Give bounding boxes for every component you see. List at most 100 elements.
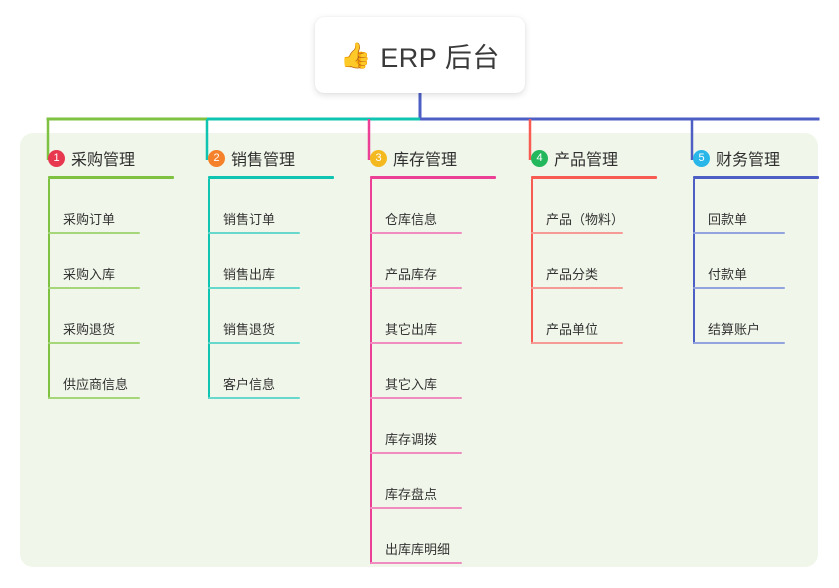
list-item-label: 结算账户 (708, 322, 761, 337)
list-item-label: 出库库明细 (385, 542, 451, 557)
list-item-rule (370, 397, 462, 399)
list-item-label: 供应商信息 (63, 377, 129, 392)
column-rule-4 (531, 176, 657, 179)
thumbs-up-icon: 👍 (340, 41, 372, 70)
column-header-4[interactable]: 4 产品管理 (513, 146, 673, 170)
list-item-label: 产品库存 (385, 267, 438, 282)
column-header-5[interactable]: 5 财务管理 (675, 146, 835, 170)
column-badge-5: 5 (693, 149, 710, 167)
column-rule-2 (208, 176, 334, 179)
list-item-label: 产品分类 (546, 267, 599, 282)
column-stem-3 (370, 179, 372, 564)
list-item-label: 回款单 (708, 212, 748, 227)
list-item[interactable]: 库存盘点 (370, 456, 512, 511)
list-item-label: 采购入库 (63, 267, 116, 282)
column-3: 3 库存管理仓库信息产品库存其它出库其它入库库存调拨库存盘点出库库明细 (352, 146, 512, 566)
diagram-panel (20, 133, 818, 567)
list-item[interactable]: 产品（物料） (531, 181, 673, 236)
column-2: 2 销售管理销售订单销售出库销售退货客户信息 (190, 146, 350, 401)
column-badge-3: 3 (370, 149, 387, 167)
list-item[interactable]: 库存调拨 (370, 401, 512, 456)
list-item-rule (208, 397, 300, 399)
list-item[interactable]: 销售退货 (208, 291, 350, 346)
list-item[interactable]: 回款单 (693, 181, 835, 236)
column-header-3[interactable]: 3 库存管理 (352, 146, 512, 170)
column-rule-3 (370, 176, 496, 179)
list-item-label: 其它入库 (385, 377, 438, 392)
list-item-label: 产品单位 (546, 322, 599, 337)
list-item-rule (48, 287, 140, 289)
list-item-rule (693, 342, 785, 344)
root-node-erp[interactable]: 👍 ERP 后台 (315, 17, 525, 93)
column-badge-2: 2 (208, 149, 225, 167)
list-item-rule (370, 452, 462, 454)
list-item[interactable]: 客户信息 (208, 346, 350, 401)
column-badge-4: 4 (531, 149, 548, 167)
root-node-title: ERP 后台 (380, 42, 500, 73)
column-items-4: 产品（物料） 产品分类产品单位 (531, 179, 673, 346)
column-rule-5 (693, 176, 819, 179)
column-rule-1 (48, 176, 174, 179)
list-item-rule (693, 232, 785, 234)
column-header-2[interactable]: 2 销售管理 (190, 146, 350, 170)
column-badge-1: 1 (48, 149, 65, 167)
column-header-1[interactable]: 1 采购管理 (30, 146, 190, 170)
list-item[interactable]: 供应商信息 (48, 346, 190, 401)
column-stem-5 (693, 179, 695, 344)
column-title-3: 库存管理 (393, 152, 458, 169)
column-4: 4 产品管理产品（物料） 产品分类产品单位 (513, 146, 673, 346)
list-item-rule (48, 397, 140, 399)
list-item-rule (208, 342, 300, 344)
list-item[interactable]: 采购订单 (48, 181, 190, 236)
column-stem-2 (208, 179, 210, 399)
list-item-label: 销售出库 (223, 267, 276, 282)
list-item-label: 销售退货 (223, 322, 276, 337)
list-item-label: 采购订单 (63, 212, 116, 227)
list-item-rule (208, 287, 300, 289)
list-item[interactable]: 出库库明细 (370, 511, 512, 566)
list-item[interactable]: 其它出库 (370, 291, 512, 346)
list-item-rule (370, 232, 462, 234)
list-item[interactable]: 采购入库 (48, 236, 190, 291)
list-item-label: 其它出库 (385, 322, 438, 337)
list-item-rule (370, 342, 462, 344)
list-item-rule (531, 232, 623, 234)
list-item-label: 产品（物料） (546, 212, 625, 227)
column-5: 5 财务管理回款单付款单结算账户 (675, 146, 835, 346)
list-item[interactable]: 仓库信息 (370, 181, 512, 236)
list-item-rule (208, 232, 300, 234)
column-title-4: 产品管理 (554, 152, 619, 169)
list-item-rule (370, 507, 462, 509)
column-title-2: 销售管理 (231, 152, 296, 169)
list-item-label: 付款单 (708, 267, 748, 282)
list-item[interactable]: 产品库存 (370, 236, 512, 291)
list-item-rule (48, 232, 140, 234)
list-item[interactable]: 付款单 (693, 236, 835, 291)
column-title-1: 采购管理 (71, 152, 136, 169)
list-item-rule (531, 342, 623, 344)
list-item-rule (370, 287, 462, 289)
list-item-label: 仓库信息 (385, 212, 438, 227)
list-item[interactable]: 采购退货 (48, 291, 190, 346)
column-items-5: 回款单付款单结算账户 (693, 179, 835, 346)
list-item[interactable]: 产品单位 (531, 291, 673, 346)
list-item-label: 库存调拨 (385, 432, 438, 447)
list-item-rule (531, 287, 623, 289)
list-item[interactable]: 销售出库 (208, 236, 350, 291)
list-item[interactable]: 其它入库 (370, 346, 512, 401)
column-stem-4 (531, 179, 533, 344)
column-title-5: 财务管理 (716, 152, 781, 169)
list-item-label: 客户信息 (223, 377, 276, 392)
column-items-2: 销售订单销售出库销售退货客户信息 (208, 179, 350, 401)
list-item-rule (693, 287, 785, 289)
column-stem-1 (48, 179, 50, 399)
list-item[interactable]: 销售订单 (208, 181, 350, 236)
list-item-label: 销售订单 (223, 212, 276, 227)
list-item[interactable]: 产品分类 (531, 236, 673, 291)
column-items-3: 仓库信息产品库存其它出库其它入库库存调拨库存盘点出库库明细 (370, 179, 512, 566)
list-item[interactable]: 结算账户 (693, 291, 835, 346)
list-item-label: 库存盘点 (385, 487, 438, 502)
list-item-rule (370, 562, 462, 564)
list-item-label: 采购退货 (63, 322, 116, 337)
